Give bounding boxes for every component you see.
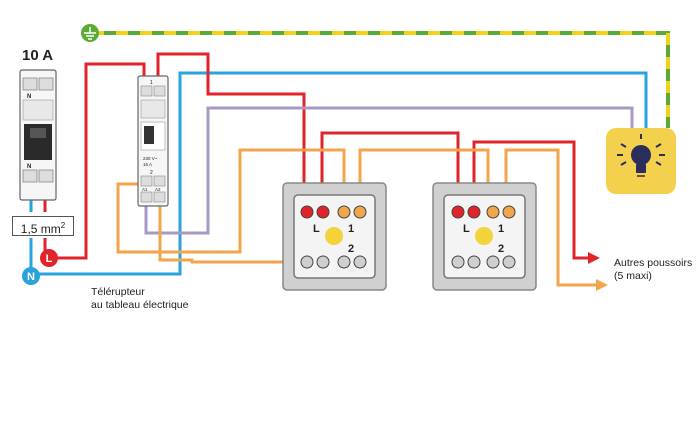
relay-caption-line2: au tableau électrique: [91, 299, 189, 311]
pushbutton-return-link: [358, 148, 596, 287]
other-pushbuttons-line1: Autres poussoirs: [614, 257, 693, 269]
phase-terminal: L: [40, 249, 58, 267]
relay-terminal-bottom: 2: [150, 170, 153, 176]
pushbutton2-label-1: 1: [498, 223, 504, 235]
pushbutton2-feed: [158, 200, 304, 264]
phase-terminal-label: L: [46, 253, 53, 265]
other-pushbuttons-caption: Autres poussoirs (5 maxi): [614, 257, 692, 283]
earth-wire: [92, 31, 670, 128]
pushbutton2-label-l: L: [463, 223, 470, 235]
phase-wire: [56, 52, 306, 260]
lamp-icon: [606, 128, 676, 194]
pushbutton-icon: [432, 182, 537, 291]
other-pushbuttons-line2: (5 maxi): [614, 270, 652, 282]
lamp-control-wire: [144, 106, 634, 235]
cable-section-value: 1,5 mm: [20, 222, 61, 236]
breaker-rating-label: 10 A: [22, 47, 54, 64]
relay-voltage: 230 V~: [143, 156, 158, 161]
relay-terminal-top: 1: [150, 80, 153, 86]
pushbutton-icon: [282, 182, 387, 291]
pushbutton1-label-l: L: [313, 223, 320, 235]
arrow-icon: [596, 279, 608, 291]
breaker-terminal-top: N: [27, 94, 31, 100]
neutral-terminal: N: [22, 267, 40, 285]
pushbutton1-label-2: 2: [348, 243, 354, 255]
relay-icon: [137, 75, 169, 207]
earth-icon: [81, 24, 99, 42]
breaker-icon: [19, 69, 57, 201]
relay-coil-a1: A1: [142, 187, 148, 192]
relay-coil-a2: A2: [155, 187, 161, 192]
arrow-icon: [588, 252, 600, 264]
relay-caption-line1: Télérupteur: [91, 286, 145, 298]
cable-section-badge: 1,5 mm2: [12, 216, 74, 236]
pushbutton2-label-2: 2: [498, 243, 504, 255]
neutral-terminal-label: N: [27, 271, 35, 283]
relay-caption: Télérupteur au tableau électrique: [91, 286, 189, 312]
relay-current: 16 A: [143, 162, 152, 167]
pushbutton1-label-1: 1: [348, 223, 354, 235]
cable-section-exponent: 2: [60, 221, 66, 230]
phase-to-pushbuttons: [320, 131, 588, 260]
breaker-terminal-bottom: N: [27, 164, 31, 170]
